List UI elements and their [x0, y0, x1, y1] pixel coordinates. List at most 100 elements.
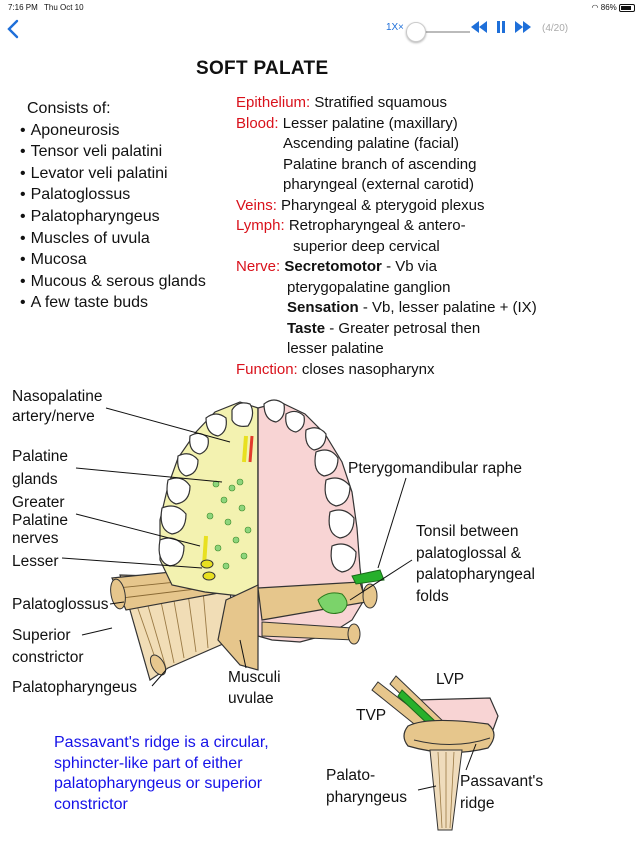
- lymph-line: superior deep cervical: [293, 237, 440, 255]
- label-line: Superior: [12, 627, 71, 644]
- label-lesser: Lesser: [12, 553, 59, 570]
- leader-lines: [61, 407, 413, 687]
- note-line: sphincter-like part of either: [54, 754, 243, 772]
- pterygomandibular-raphe: [351, 569, 385, 585]
- label-tonsil: Tonsil between palatoglossal & palatopha…: [416, 521, 535, 607]
- blood-line: Lesser palatine (maxillary): [282, 114, 458, 132]
- info-block: Epithelium: Stratified squamous Blood: L…: [236, 93, 636, 380]
- progress-track[interactable]: [406, 31, 470, 33]
- lymph-line: Retropharyngeal & antero-: [288, 217, 466, 234]
- rewind-button[interactable]: [470, 20, 488, 37]
- label-tvp: TVP: [356, 707, 387, 724]
- passavant-note: Passavant's ridge is a circular, sphinct…: [54, 733, 324, 815]
- forward-button[interactable]: [514, 20, 532, 37]
- label-line: Palatine: [12, 448, 69, 465]
- taste-line2: lesser palatine: [287, 340, 384, 357]
- label-passavant-ridge: Passavant's ridge: [460, 771, 543, 815]
- note-line: Passavant's ridge is a circular,: [54, 734, 269, 751]
- function-value: closes nasopharynx: [301, 360, 435, 378]
- label-lvp: LVP: [436, 671, 465, 688]
- status-time: 7:16 PM: [8, 3, 38, 12]
- epithelium-label: Epithelium:: [236, 94, 311, 111]
- lymph-label: Lymph:: [236, 217, 285, 234]
- label-line: constrictor: [12, 649, 84, 666]
- page-indicator: (4/20): [542, 23, 569, 34]
- sensation-value: - Vb, lesser palatine + (IX): [362, 299, 537, 316]
- list-item: Mucous & serous glands: [20, 271, 206, 293]
- label-line: uvulae: [228, 690, 274, 707]
- label-superior-constrictor: Superior constrictor: [12, 625, 84, 669]
- list-item: Palatopharyngeus: [20, 206, 206, 228]
- list-item: Mucosa: [20, 249, 206, 271]
- taste-value: - Greater petrosal then: [329, 319, 481, 337]
- consists-heading: Consists of:: [27, 100, 111, 117]
- label-line: Tonsil between: [416, 523, 519, 540]
- list-item: Muscles of uvula: [20, 228, 206, 250]
- label-palatopharyngeus-inset: Palato- pharyngeus: [326, 765, 407, 809]
- rewind-icon: [471, 21, 487, 33]
- label-line: Palatine: [12, 512, 69, 529]
- blood-line: Palatine branch of ascending: [283, 155, 477, 173]
- label-musculi-uvulae: Musculi uvulae: [228, 667, 281, 709]
- battery-icon: [619, 3, 635, 12]
- label-line: Palato-: [326, 767, 376, 784]
- secretomotor-value: - Vb via: [386, 258, 437, 275]
- label-line: ridge: [460, 795, 495, 812]
- status-battery: ◠ 86%: [592, 3, 635, 12]
- veins-value: Pharyngeal & pterygoid plexus: [281, 196, 485, 214]
- label-line: folds: [416, 587, 449, 605]
- label-line: palatopharyngeal: [416, 566, 535, 583]
- list-item: A few taste buds: [20, 292, 206, 314]
- secretomotor-line2: pterygopalatine ganglion: [287, 278, 451, 296]
- veins-label: Veins:: [236, 196, 277, 214]
- soft-palate-illustration: [61, 399, 499, 831]
- label-line: nerves: [12, 530, 59, 547]
- teeth: [158, 399, 357, 573]
- list-item: Palatoglossus: [20, 184, 206, 206]
- tonsil: [317, 592, 348, 614]
- label-greater-palatine-nerves: Greater Palatine nerves: [12, 494, 68, 548]
- blood-label: Blood:: [236, 114, 279, 132]
- taste-label: Taste: [287, 319, 326, 337]
- audio-player: 1X × (4/20): [372, 18, 638, 46]
- label-nasopalatine: Nasopalatine artery/nerve: [12, 387, 102, 427]
- label-line: palatoglossal &: [416, 544, 522, 562]
- list-item: Levator veli palatini: [20, 163, 206, 185]
- chevron-left-icon: [7, 19, 19, 39]
- consists-list: Consists of: Aponeurosis Tensor veli pal…: [20, 98, 206, 314]
- fast-forward-icon: [515, 21, 531, 33]
- speed-x-icon[interactable]: ×: [398, 22, 404, 33]
- musculi-uvulae: [217, 584, 259, 671]
- label-line: Nasopalatine: [12, 388, 103, 405]
- label-line: pharyngeus: [326, 789, 408, 806]
- sensation-label: Sensation: [287, 299, 359, 316]
- label-palatine-glands: Palatine glands: [12, 445, 68, 491]
- note-line: palatopharyngeus or superior: [54, 775, 263, 792]
- pause-button[interactable]: [496, 20, 506, 37]
- speed-button[interactable]: 1X: [386, 22, 399, 33]
- label-pterygomandibular-raphe: Pterygomandibular raphe: [348, 460, 523, 477]
- status-bar: 7:16 PM Thu Oct 10 ◠ 86%: [0, 0, 643, 16]
- label-line: glands: [12, 471, 58, 488]
- slide-title: SOFT PALATE: [196, 58, 329, 79]
- epithelium-value: Stratified squamous: [314, 94, 447, 111]
- status-day: Thu Oct 10: [44, 3, 84, 12]
- label-line: Passavant's: [460, 773, 544, 790]
- wifi-icon: ◠: [591, 3, 599, 12]
- label-palatopharyngeus: Palatopharyngeus: [12, 679, 137, 696]
- list-item: Tensor veli palatini: [20, 141, 206, 163]
- list-item: Aponeurosis: [20, 120, 206, 142]
- note-line: constrictor: [54, 795, 128, 813]
- palatine-nerves: [200, 435, 254, 581]
- battery-percent: 86%: [600, 3, 617, 12]
- label-palatoglossus: Palatoglossus: [12, 596, 109, 613]
- blood-line: Ascending palatine (facial): [283, 135, 459, 152]
- passavant-ridge-diagram: [371, 675, 499, 831]
- back-button[interactable]: [6, 18, 28, 44]
- gland-dots: [206, 478, 252, 570]
- label-line: artery/nerve: [12, 408, 95, 425]
- blood-line: pharyngeal (external carotid): [283, 176, 474, 193]
- progress-slider-knob[interactable]: [406, 22, 427, 42]
- pause-icon: [497, 21, 505, 33]
- secretomotor-label: Secretomotor: [284, 258, 382, 275]
